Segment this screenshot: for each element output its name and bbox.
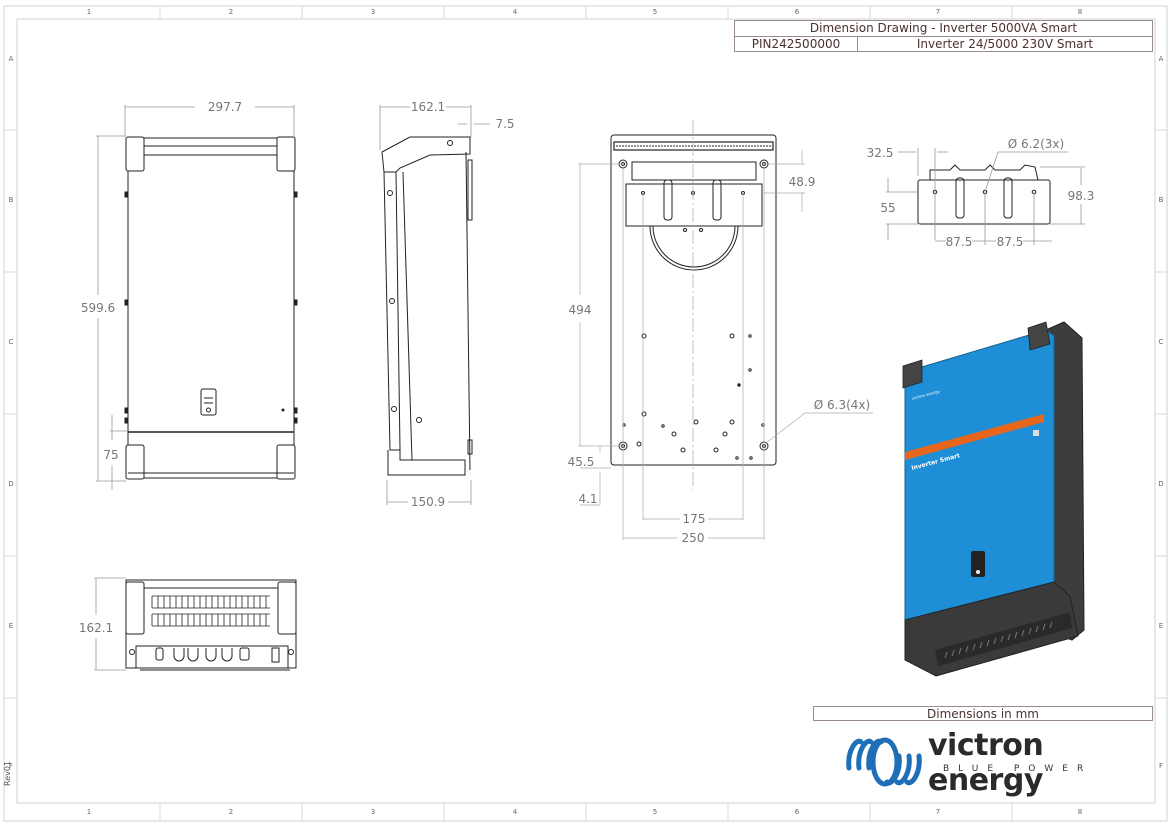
col-label: 7 bbox=[935, 808, 941, 816]
dim-rear-bottom-offset: 45.5 bbox=[568, 455, 595, 469]
row-label: C bbox=[8, 338, 14, 346]
dim-rear-outer-spacing: 250 bbox=[682, 531, 705, 545]
row-label: D bbox=[8, 480, 14, 488]
rear-view bbox=[610, 134, 777, 466]
dim-side-depth-bottom: 150.9 bbox=[411, 495, 445, 509]
row-label: F bbox=[1158, 762, 1164, 770]
front-dimensions bbox=[96, 105, 295, 490]
row-label: B bbox=[1158, 196, 1164, 204]
col-label: 4 bbox=[512, 8, 518, 16]
logo-block: victron energy BLUE POWER bbox=[813, 720, 1153, 803]
bracket-view bbox=[917, 164, 1051, 225]
row-label: E bbox=[1158, 622, 1164, 630]
dim-bracket-spacing-right: 87.5 bbox=[997, 235, 1024, 249]
front-view bbox=[124, 136, 298, 480]
dim-rear-hole-spacing: 494 bbox=[569, 303, 592, 317]
inverter-3d-render: victron energy Inverter Smart bbox=[902, 321, 1085, 677]
dim-rear-bracket-offset: 48.9 bbox=[789, 175, 816, 189]
col-label: 2 bbox=[228, 808, 234, 816]
dim-bracket-edge-offset: 32.5 bbox=[867, 146, 894, 160]
logo-tagline: BLUE POWER bbox=[943, 764, 1093, 774]
col-label: 5 bbox=[652, 8, 658, 16]
row-label: E bbox=[8, 622, 14, 630]
dim-bracket-spacing-left: 87.5 bbox=[946, 235, 973, 249]
side-view bbox=[381, 136, 473, 476]
dim-side-offset: 7.5 bbox=[495, 117, 514, 131]
rear-dimensions bbox=[578, 120, 873, 540]
dim-front-bottom: 75 bbox=[103, 448, 118, 462]
col-label: 8 bbox=[1077, 808, 1083, 816]
dim-bottom-depth: 162.1 bbox=[79, 621, 113, 635]
dim-front-height: 599.6 bbox=[81, 301, 115, 315]
bottom-dimensions bbox=[94, 577, 126, 671]
col-label: 3 bbox=[370, 808, 376, 816]
col-label: 6 bbox=[794, 8, 800, 16]
col-label: 1 bbox=[86, 8, 92, 16]
row-label: C bbox=[1158, 338, 1164, 346]
dim-rear-foot-offset: 4.1 bbox=[578, 492, 597, 506]
part-number: PIN242500000 bbox=[734, 36, 858, 52]
col-label: 7 bbox=[935, 8, 941, 16]
part-description: Inverter 24/5000 230V Smart bbox=[857, 36, 1153, 52]
row-label: A bbox=[8, 55, 14, 63]
row-label: A bbox=[1158, 55, 1164, 63]
victron-logo-icon bbox=[846, 737, 922, 787]
revision-label: Rev01 bbox=[3, 760, 12, 786]
col-label: 2 bbox=[228, 8, 234, 16]
dim-side-depth-top: 162.1 bbox=[411, 100, 445, 114]
dim-rear-mount-hole: Ø 6.3(4x) bbox=[814, 398, 870, 412]
col-label: 3 bbox=[370, 8, 376, 16]
col-label: 4 bbox=[512, 808, 518, 816]
dim-front-width: 297.7 bbox=[208, 100, 242, 114]
row-label: D bbox=[1158, 480, 1164, 488]
dim-rear-inner-spacing: 175 bbox=[683, 512, 706, 526]
side-dimensions bbox=[379, 105, 490, 505]
row-label: B bbox=[8, 196, 14, 204]
units-note: Dimensions in mm bbox=[813, 706, 1153, 721]
dim-bracket-hole: Ø 6.2(3x) bbox=[1008, 137, 1064, 151]
col-label: 6 bbox=[794, 808, 800, 816]
col-label: 8 bbox=[1077, 8, 1083, 16]
drawing-title: Dimension Drawing - Inverter 5000VA Smar… bbox=[734, 20, 1153, 37]
row-label: F bbox=[8, 762, 14, 770]
bottom-view bbox=[125, 579, 297, 671]
dim-bracket-hole-height: 55 bbox=[880, 201, 895, 215]
logo-brand: victron energy bbox=[928, 728, 1044, 798]
col-label: 1 bbox=[86, 808, 92, 816]
bracket-dimensions bbox=[886, 148, 1085, 245]
dim-bracket-height: 98.3 bbox=[1068, 189, 1095, 203]
col-label: 5 bbox=[652, 808, 658, 816]
